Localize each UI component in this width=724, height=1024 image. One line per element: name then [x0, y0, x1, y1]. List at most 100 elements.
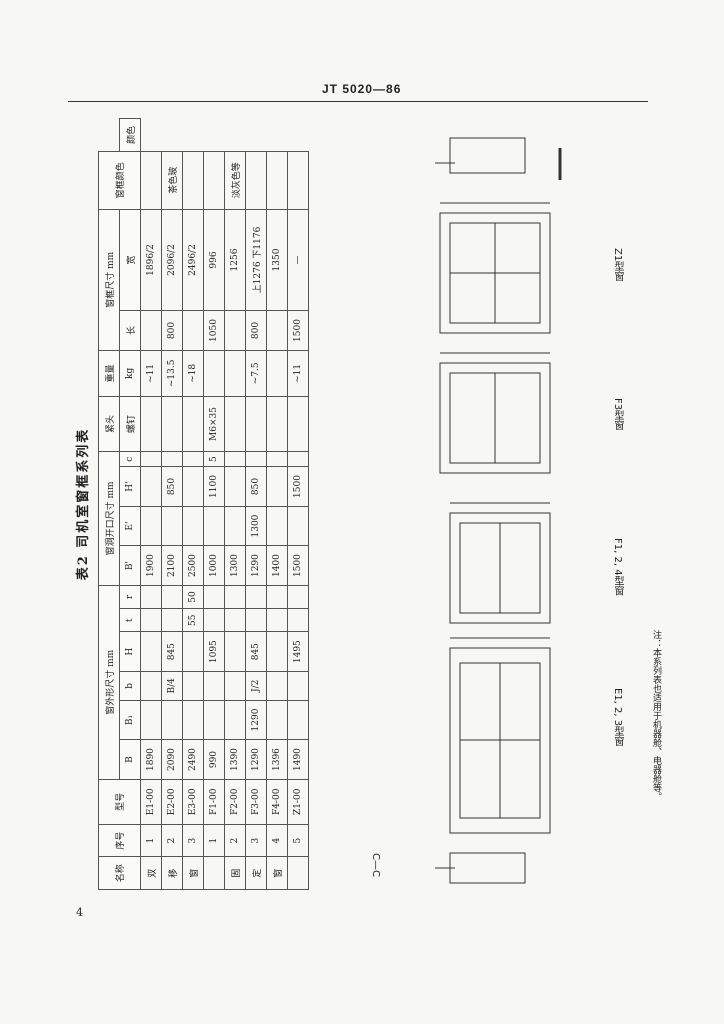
col-outer-dims: 窗外形尺寸 mm [98, 585, 120, 780]
sub-header-cell: b [119, 671, 141, 701]
table-cell [266, 671, 288, 701]
table-cell: 1900 [140, 545, 162, 586]
table-cell: 窗 [266, 856, 288, 890]
sub-header-cell: 宽 [119, 209, 141, 311]
table-cell: 1500 [287, 310, 309, 351]
table-cell [287, 671, 309, 701]
table-cell [266, 466, 288, 507]
table-cell: E3-00 [182, 779, 204, 825]
table-cell [224, 350, 246, 397]
sub-header-cell: H [119, 631, 141, 672]
table-cell: 1890 [140, 739, 162, 780]
table-cell: 茶色玻 [161, 151, 183, 210]
table-cell: 1350 [266, 209, 288, 311]
f124-window-outline [449, 512, 551, 624]
f3-window-label: F3型窗 [612, 398, 623, 431]
table-cell: 2096/2 [161, 209, 183, 311]
table-cell: 定 [245, 856, 267, 890]
z1-window-outline [439, 212, 551, 334]
table-cell: F2-00 [224, 779, 246, 825]
table-cell: B/4 [161, 671, 183, 701]
table-cell: 5 [287, 824, 309, 857]
table-cell [224, 466, 246, 507]
table-cell: 1300 [245, 506, 267, 546]
table-cell [182, 506, 204, 546]
table-cell [287, 585, 309, 609]
table-cell [182, 151, 204, 210]
table-cell [224, 671, 246, 701]
technical-drawings-svg [435, 137, 562, 884]
table-cell: 3 [182, 824, 204, 857]
table-cell [140, 466, 162, 507]
table-cell [203, 350, 225, 397]
table-cell [203, 856, 225, 890]
table-cell: 1290 [245, 545, 267, 586]
table-cell: F3-00 [245, 779, 267, 825]
table-cell: 1 [203, 824, 225, 857]
table-cell: 上1276 下1176 [245, 209, 267, 311]
table-cell [182, 310, 204, 351]
table-cell [161, 451, 183, 467]
table-cell [287, 396, 309, 452]
table-cell: 850 [161, 466, 183, 507]
table-cell [245, 396, 267, 452]
table-cell [287, 608, 309, 632]
table-cell [266, 151, 288, 210]
table-cell: 2 [161, 824, 183, 857]
table-cell: 996 [203, 209, 225, 311]
table-cell [140, 451, 162, 467]
table-cell: 淡灰色等 [224, 151, 246, 210]
sub-header-cell: kg [119, 350, 141, 397]
table-cell: ~7.5 [245, 350, 267, 397]
table-cell [266, 396, 288, 452]
table-cell: 2100 [161, 545, 183, 586]
table-cell [140, 310, 162, 351]
table-cell: ~11 [287, 350, 309, 397]
table-cell [266, 631, 288, 672]
table-cell [203, 506, 225, 546]
table-cell: 800 [161, 310, 183, 351]
table-cell: M6×35 [203, 396, 225, 452]
sub-header-cell: B [119, 739, 141, 780]
table-cell [287, 506, 309, 546]
z1-window-label: Z1型窗 [612, 248, 623, 282]
table-cell: 1396 [266, 739, 288, 780]
table-cell: 1400 [266, 545, 288, 586]
table-cell: 固 [224, 856, 246, 890]
table-cell [245, 608, 267, 632]
table-cell [182, 700, 204, 740]
col-glass-dims: 窗框尺寸 mm [98, 209, 120, 351]
sub-header-cell: 长 [119, 310, 141, 351]
sub-header-cell: c [119, 451, 141, 467]
table-cell: 2496/2 [182, 209, 204, 311]
table-cell [182, 396, 204, 452]
table-cell: ~11 [140, 350, 162, 397]
sub-header-cell: E' [119, 506, 141, 546]
table-cell [266, 310, 288, 351]
table-cell [140, 506, 162, 546]
sub-header-cell: B₁ [119, 700, 141, 740]
table-cell [161, 585, 183, 609]
page-number: 4 [76, 906, 83, 919]
table-cell: 845 [245, 631, 267, 672]
table-cell: 窗 [182, 856, 204, 890]
col-serial: 序号 [98, 824, 141, 857]
table-cell: 3 [245, 824, 267, 857]
table-group-header-row: 名称 序号 型号 窗外形尺寸 mm 窗洞开口尺寸 mm 紧头 重量 窗框尺寸 m… [98, 119, 141, 890]
table-cell [203, 585, 225, 609]
table-cell [224, 310, 246, 351]
table-cell [224, 700, 246, 740]
table-cell [161, 700, 183, 740]
table-cell: 1390 [224, 739, 246, 780]
document-code: JT 5020—86 [322, 82, 402, 96]
table-cell [287, 856, 309, 890]
table-cell: F1-00 [203, 779, 225, 825]
table-cell [266, 608, 288, 632]
table-cell: 1300 [224, 545, 246, 586]
table-cell: 1290 [245, 739, 267, 780]
sub-header-cell: r [119, 585, 141, 609]
